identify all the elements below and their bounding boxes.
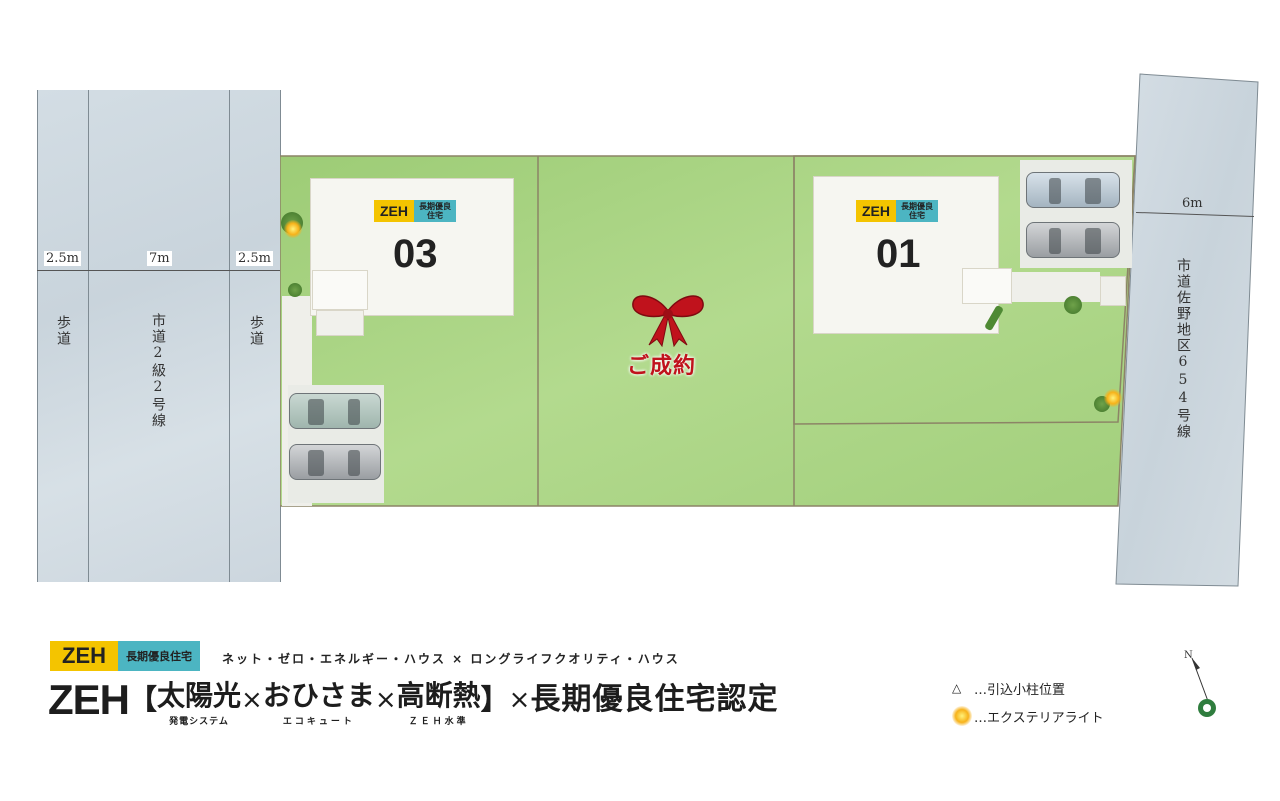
sidewalk-a-width: 2.5m [44, 251, 82, 266]
legend-item: …エクステリアライト [952, 704, 1104, 728]
left-road-label: 市道2級2号線 [150, 313, 166, 429]
lot-01-badge: ZEH 長期優良 住宅 [856, 200, 938, 222]
sidewalk-b-label: 歩道 [248, 315, 264, 347]
legend-item: △ …引込小柱位置 [952, 681, 1066, 698]
headline-times: × [374, 685, 397, 715]
car-gray [289, 444, 381, 480]
lot-01-walkway [1000, 272, 1100, 302]
triangle-icon: △ [952, 681, 962, 695]
headline-times: × [508, 685, 531, 715]
exterior-light-icon [952, 706, 972, 726]
lot-03-badge: ZEH 長期優良 住宅 [374, 200, 456, 222]
legend: △ …引込小柱位置 …エクステリアライト [952, 678, 1104, 728]
car-blue [1026, 172, 1120, 208]
headline-times: × [241, 685, 263, 715]
car-green [289, 393, 381, 429]
headline-item3: 高断熱 ＺＥＨ水準 [396, 679, 481, 727]
left-road-area [37, 90, 281, 582]
ribbon-icon [632, 295, 704, 347]
zeh-badge: ZEH [374, 200, 414, 222]
right-road-area [1115, 73, 1259, 587]
long-life-badge: 長期優良 住宅 [896, 200, 938, 222]
headline-cert: 長期優良住宅認定 [530, 682, 779, 717]
road-edge [37, 90, 38, 582]
left-road-width: 7m [147, 251, 172, 266]
lot-01-number: 01 [876, 232, 921, 276]
tree [1064, 296, 1082, 314]
shrub [288, 283, 302, 297]
lot-01-porch [962, 268, 1012, 304]
car-gray [1026, 222, 1120, 258]
zeh-badge: ZEH [50, 641, 118, 671]
right-road-width: 6m [1182, 196, 1203, 211]
headline-bracket-close: 】 [480, 683, 509, 716]
lot-01-gate [1100, 276, 1126, 306]
lot-03-number: 03 [393, 232, 438, 276]
footer-tagline: ネット・ゼロ・エネルギー・ハウス × ロングライフクオリティ・ハウス [222, 652, 680, 666]
headline-item1: 太陽光 発電システム [157, 679, 242, 727]
headline-bracket-open: 【 [129, 683, 158, 716]
compass-label: N [1184, 650, 1193, 661]
dimension-line [37, 270, 280, 271]
road-edge [229, 90, 230, 582]
right-road-label: 市道佐野地区654号線 [1175, 258, 1191, 440]
lot-03-porch [312, 270, 368, 310]
zeh-badge: ZEH [856, 200, 896, 222]
lot-03-step [316, 310, 364, 336]
footer-badge: ZEH 長期優良住宅 [50, 641, 200, 671]
sidewalk-a-label: 歩道 [55, 315, 71, 347]
headline-zeh: ZEH [48, 676, 130, 723]
sidewalk-b-width: 2.5m [236, 251, 274, 266]
road-edge [88, 90, 89, 582]
compass-icon [1191, 657, 1216, 717]
footer-headline: ZEH 【 太陽光 発電システム × おひさま エコキュート × 高断熱 ＺＥＨ… [48, 676, 779, 728]
sold-label: ご成約 [627, 354, 697, 379]
exterior-light-icon [1104, 389, 1122, 407]
long-life-badge: 長期優良住宅 [118, 641, 200, 671]
exterior-light-icon [284, 220, 302, 238]
long-life-badge: 長期優良 住宅 [414, 200, 456, 222]
headline-item2: おひさま エコキュート [262, 679, 375, 727]
